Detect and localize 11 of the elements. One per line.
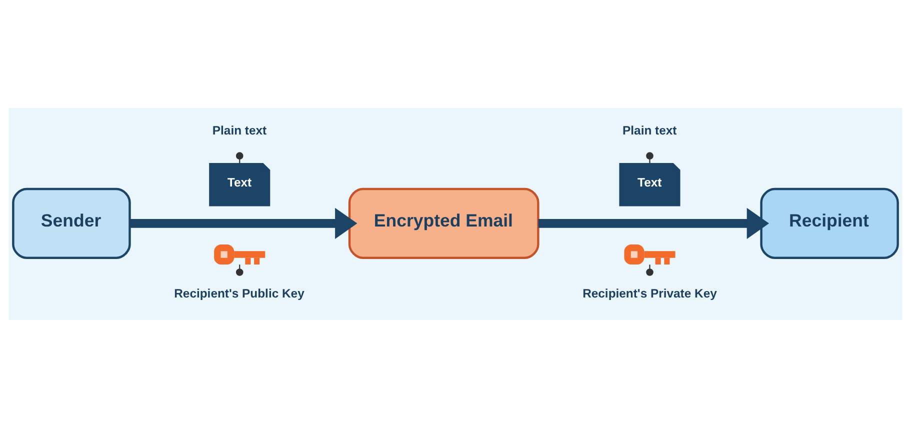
connector [646, 152, 654, 163]
node-text: Plain text [212, 122, 267, 137]
node-text: Recipient's Private Key [582, 286, 717, 300]
arrow [130, 207, 358, 238]
node-text: Recipient's Public Key [174, 286, 304, 300]
arrow [538, 207, 770, 238]
node-text: Plain text [622, 122, 677, 137]
connector [646, 264, 654, 276]
node-box: Recipient [760, 187, 899, 258]
node-box: Sender [12, 187, 131, 258]
node-box: Encrypted Email [348, 187, 540, 258]
